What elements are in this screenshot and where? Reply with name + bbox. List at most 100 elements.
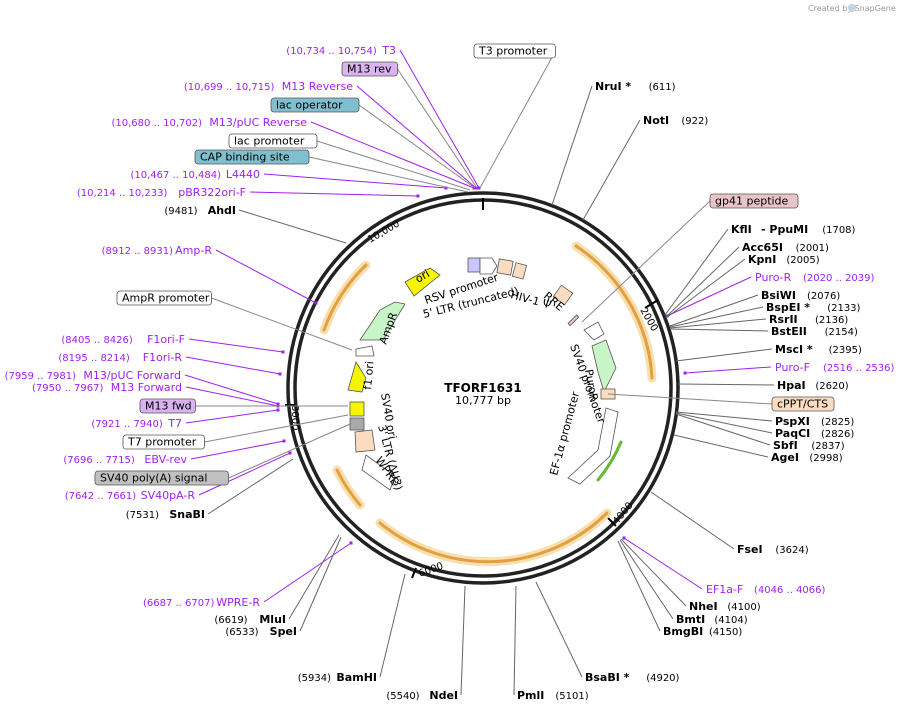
enzyme-position: (2826) [821, 429, 854, 440]
enzyme-callout-line [288, 534, 340, 620]
primer-position: (7950 .. 7967) [32, 383, 104, 394]
feature-box: lac operator [270, 97, 360, 113]
enzyme-position: (2395) [829, 345, 862, 356]
enzyme-position: (1708) [822, 225, 855, 236]
enzyme-callout-line [460, 585, 466, 696]
primer-position: (10,734 .. 10,754) [286, 46, 377, 57]
enzyme-callout-line [669, 306, 764, 328]
plasmid-center: TFORF1631 10,777 bp [444, 381, 521, 407]
enzyme-label: NruI * [595, 80, 631, 93]
primer-site-marker [276, 408, 280, 412]
feature-callout-line [397, 68, 478, 189]
inner-label-f1ori: f1 ori [361, 361, 376, 391]
feature-callout-line [204, 414, 349, 443]
feature-box: CAP binding site [194, 149, 310, 165]
primer-label: Amp-R [175, 244, 212, 257]
enzyme-position: (6533) [225, 627, 258, 638]
feature-box-bg [473, 43, 556, 59]
gp41-box [567, 314, 580, 327]
primer-label: WPRE-R [216, 596, 260, 609]
ampr-promoter-arrow [355, 345, 375, 357]
primer-position: (6687 .. 6707) [143, 598, 215, 609]
primer-label: T7 [167, 417, 182, 430]
primer-position: (10,699 .. 10,715) [184, 82, 275, 93]
feature-box: gp41 peptide [709, 193, 799, 209]
enzyme-label: BstEII [771, 325, 807, 338]
primer-site-marker [288, 451, 292, 455]
primer-site-marker [278, 372, 282, 376]
feature-box: cPPT/CTS [771, 396, 835, 412]
orf-arc-bottom [378, 511, 609, 564]
ef1a-arrow [567, 407, 619, 485]
enzyme-callout-line [677, 383, 775, 386]
primer-site-marker [444, 186, 448, 190]
enzyme-label: BsiWI [761, 289, 796, 302]
primer-position: (10,467 .. 10,484) [131, 170, 222, 181]
primer-position: (10,214 .. 10,233) [77, 188, 168, 199]
feature-box-label: cPPT/CTS [777, 398, 828, 411]
enzyme-callout-line [299, 536, 342, 632]
wpre-arrow [361, 454, 396, 491]
enzyme-position: (5934) [298, 673, 331, 684]
feature-box-label: M13 rev [347, 63, 392, 76]
primer-site-marker [474, 186, 478, 190]
enzyme-label: FseI [737, 543, 763, 556]
enzyme-callout-line [665, 246, 740, 318]
feature-callout-line [581, 200, 711, 323]
enzyme-position: (3624) [775, 545, 808, 556]
enzyme-label: NdeI [429, 689, 458, 702]
enzyme-label: BmgBI [663, 625, 703, 638]
feature-box-label: lac operator [276, 99, 343, 112]
plasmid-length: 10,777 bp [455, 394, 511, 407]
ltr5-box [496, 258, 514, 276]
enzyme-label: RsrII [769, 313, 798, 326]
feature-callout-line [358, 104, 476, 189]
primer-position: (8195 .. 8214) [58, 353, 130, 364]
enzyme-position: (2005) [786, 255, 819, 266]
enzyme-label: PspXI [775, 415, 810, 428]
enzyme-label: KpnI [748, 253, 776, 266]
primer-label: SV40pA-R [141, 489, 196, 502]
enzyme-label: KflI [731, 223, 752, 236]
feature-box-label: T3 promoter [478, 45, 548, 58]
primer-callout-line [666, 276, 752, 317]
orf-arc-left [322, 263, 368, 332]
inner-label-ori: ori [413, 267, 432, 285]
feature-box-bg [116, 290, 212, 306]
backbone-outer-ring [286, 191, 680, 585]
feature-box-bg [270, 97, 360, 113]
primer-position: (7642 .. 7661) [65, 491, 137, 502]
enzyme-callout-line [207, 458, 294, 515]
feature-box-bg [139, 398, 196, 414]
feature-box-label: lac promoter [234, 135, 305, 148]
enzyme-label: AgeI [771, 451, 799, 464]
enzyme-callout-line [513, 585, 517, 696]
primer-site-marker [622, 536, 626, 540]
feature-shapes [347, 257, 619, 491]
enzyme-callout-line [617, 540, 661, 632]
feature-box-label: T7 promoter [127, 436, 197, 449]
enzyme-callout-line [551, 85, 593, 206]
enzyme-position: (922) [681, 116, 708, 127]
primer-label: EF1a-F [706, 583, 743, 596]
enzyme-callout-line [669, 294, 759, 327]
feature-callout-line [308, 156, 469, 193]
rsv-promoter-box [467, 257, 481, 273]
enzyme-position: (4150) [709, 627, 742, 638]
enzyme-callout-line [675, 412, 773, 434]
primer-position: (7696 .. 7715) [63, 455, 135, 466]
primer-site-marker [314, 301, 318, 305]
orf-arc-puro [574, 244, 654, 380]
enzyme-callout-line [673, 434, 769, 458]
enzyme-label: BsaBI * [585, 671, 630, 684]
feature-box-label: AmpR promoter [122, 292, 210, 305]
primer-site-marker [472, 186, 476, 190]
primer-callout-line [185, 356, 281, 375]
feature-box-label: gp41 peptide [715, 195, 789, 208]
enzyme-position: (2998) [809, 453, 842, 464]
feature-callout-line [479, 50, 556, 189]
enzyme-position: (5540) [386, 691, 419, 702]
enzyme-position: (2154) [825, 327, 858, 338]
enzyme-label: SbfI [773, 439, 798, 452]
